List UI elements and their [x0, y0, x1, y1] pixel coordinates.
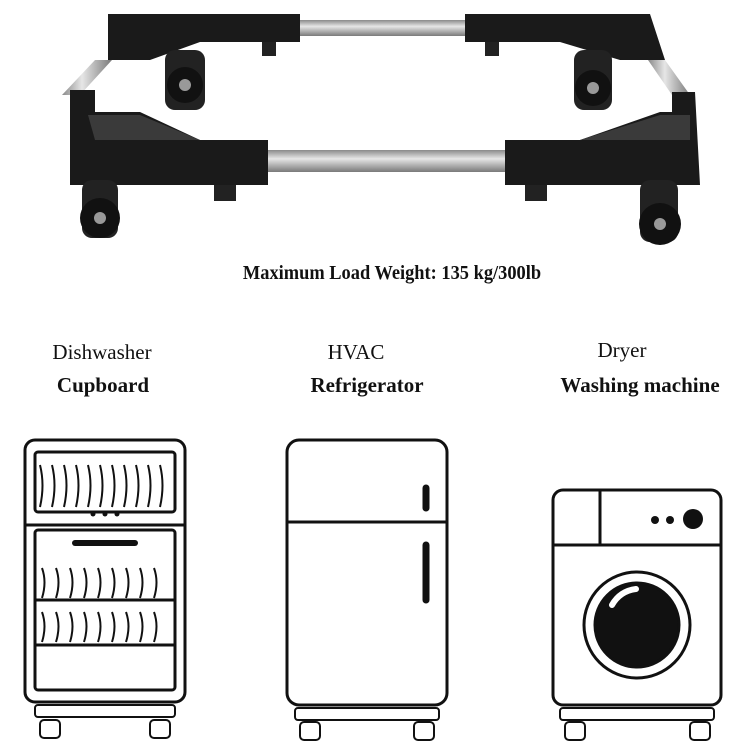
category-cupboard: Cupboard [56, 373, 150, 397]
right-tube [648, 60, 690, 95]
category-refrigerator: Refrigerator [310, 373, 424, 397]
cupboard-icon [23, 438, 187, 739]
rear-right-corner [465, 14, 665, 110]
category-hvac: HVAC [327, 340, 385, 364]
category-washing-machine: Washing machine [560, 373, 720, 397]
front-right-corner [505, 92, 700, 245]
rear-tube [295, 20, 470, 36]
max-load-weight-text: Maximum Load Weight: 135 kg/300lb [242, 262, 542, 284]
front-left-corner [70, 90, 268, 238]
category-dryer: Dryer [597, 338, 647, 362]
rear-left-corner [108, 14, 300, 110]
left-tube [62, 60, 112, 95]
front-tube [265, 150, 510, 172]
category-dishwasher: Dishwasher [52, 340, 152, 364]
refrigerator-icon [285, 438, 449, 741]
washing-machine-icon [551, 488, 723, 741]
